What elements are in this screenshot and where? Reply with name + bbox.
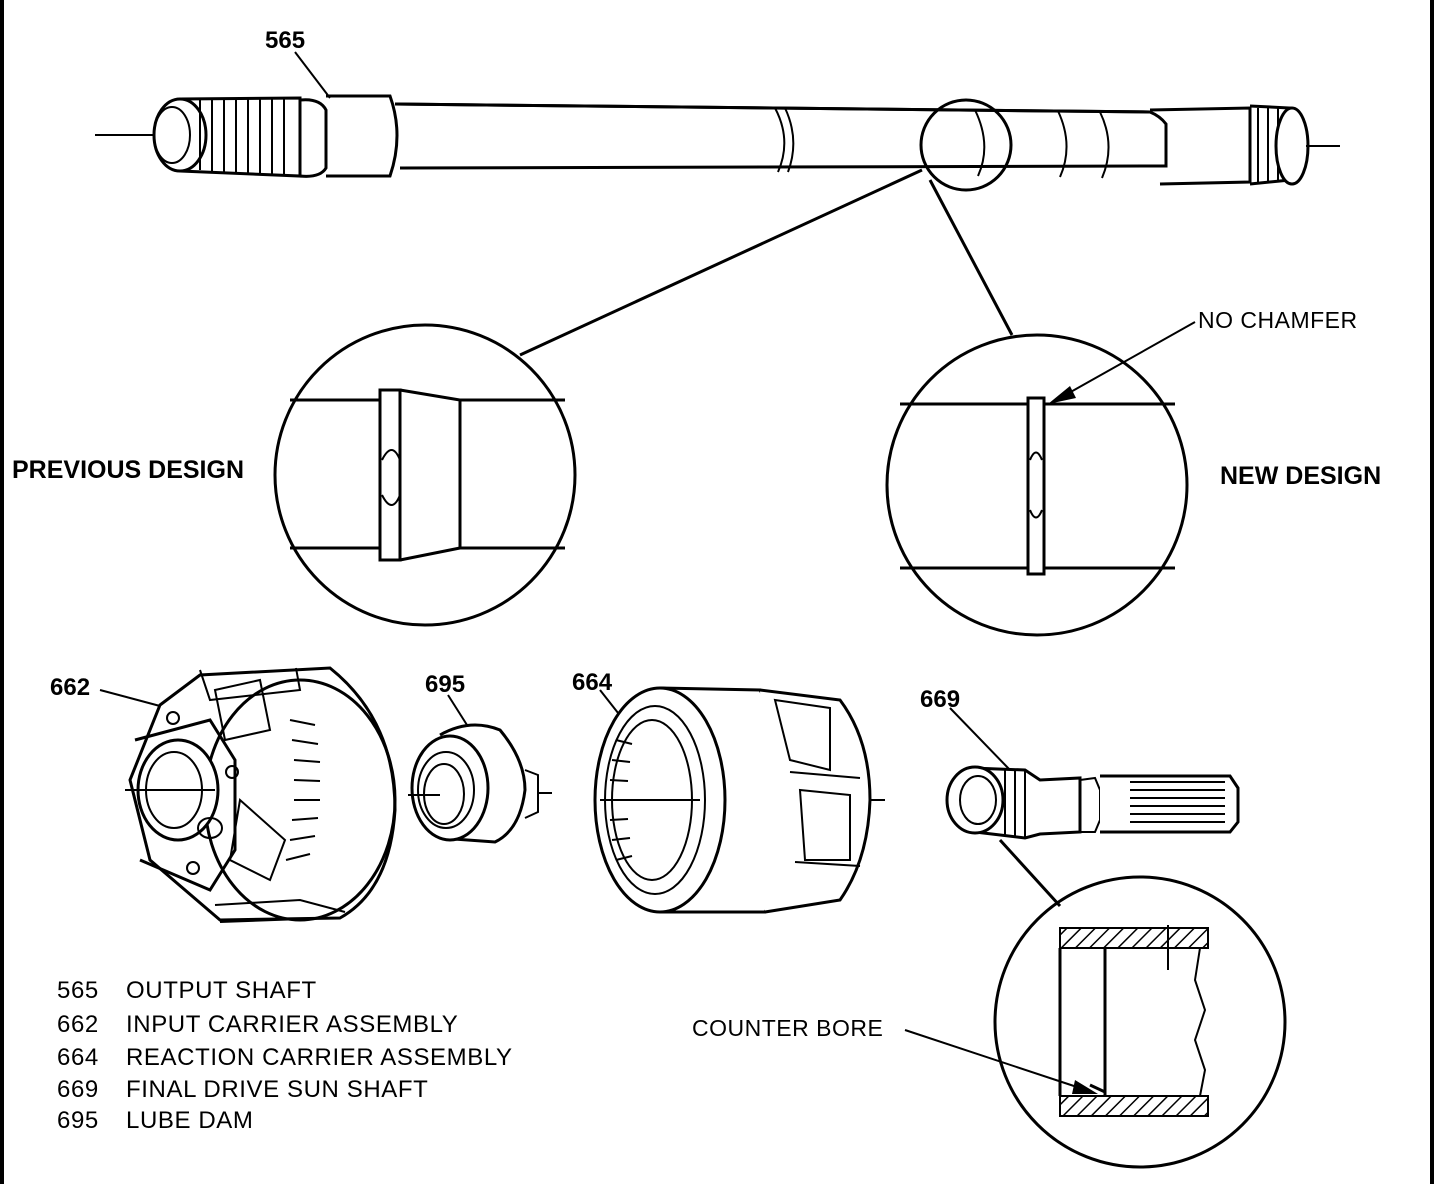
previous-design-label: PREVIOUS DESIGN — [12, 456, 244, 484]
callout-664: 664 — [572, 669, 613, 696]
new-design-detail — [885, 321, 1196, 637]
legend-code: 664 — [57, 1044, 99, 1071]
previous-design-detail — [273, 323, 577, 627]
callout-669: 669 — [920, 686, 960, 713]
reaction-carrier-drawing — [593, 686, 885, 914]
sun-shaft-splines — [1004, 770, 1026, 838]
callout-695: 695 — [425, 671, 465, 698]
parts-legend: 565 OUTPUT SHAFT 662 INPUT CARRIER ASSEM… — [57, 977, 513, 1134]
sun-shaft-drawing — [945, 707, 1240, 908]
legend-text: REACTION CARRIER ASSEMBLY — [126, 1044, 513, 1071]
callout-662: 662 — [50, 674, 90, 701]
legend-code: 662 — [57, 1011, 99, 1038]
input-carrier-drawing — [99, 666, 397, 923]
counter-bore-label: COUNTER BORE — [692, 1015, 883, 1041]
planet-gear-teeth — [285, 719, 321, 861]
legend-row: 664 REACTION CARRIER ASSEMBLY — [57, 1044, 513, 1071]
lube-dam-drawing — [408, 694, 552, 844]
legend-row: 565 OUTPUT SHAFT — [57, 977, 317, 1004]
legend-row: 669 FINAL DRIVE SUN SHAFT — [57, 1076, 428, 1103]
legend-text: INPUT CARRIER ASSEMBLY — [126, 1011, 458, 1038]
counter-bore-detail — [904, 875, 1287, 1169]
legend-row: 695 LUBE DAM — [57, 1107, 254, 1134]
legend-text: OUTPUT SHAFT — [126, 977, 317, 1004]
legend-code: 695 — [57, 1107, 99, 1134]
output-shaft-drawing — [95, 51, 1340, 357]
left-splines — [199, 99, 285, 175]
legend-row: 662 INPUT CARRIER ASSEMBLY — [57, 1011, 458, 1038]
legend-code: 565 — [57, 977, 99, 1004]
legend-text: FINAL DRIVE SUN SHAFT — [126, 1076, 428, 1103]
callout-565: 565 — [265, 27, 305, 54]
new-design-label: NEW DESIGN — [1220, 462, 1381, 490]
legend-text: LUBE DAM — [126, 1107, 254, 1134]
no-chamfer-label: NO CHAMFER — [1198, 307, 1358, 333]
sun-shaft-outer-splines — [1130, 781, 1225, 823]
legend-code: 669 — [57, 1076, 99, 1103]
